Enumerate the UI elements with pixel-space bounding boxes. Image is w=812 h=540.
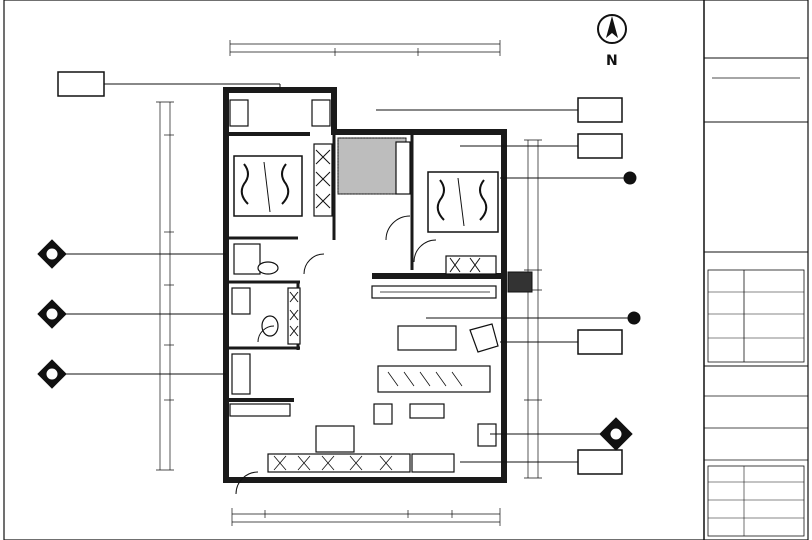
- top-dimension-chain: [229, 40, 501, 56]
- column-block: [507, 271, 533, 293]
- bathroom-fixtures: [231, 243, 279, 395]
- index-dot-1: [500, 171, 637, 185]
- index-dot-2: [426, 311, 641, 325]
- kitchen-counters: [229, 403, 497, 473]
- bed-right: [427, 171, 499, 233]
- elevation-marker-left-1: [37, 239, 226, 269]
- right-dimension-chain: [524, 139, 542, 479]
- callout-tags: [57, 71, 623, 475]
- wardrobe-cabinets: [229, 99, 497, 345]
- title-block: [703, 0, 808, 540]
- north-arrow-icon: N: [597, 14, 627, 69]
- counter-strip: [371, 285, 497, 299]
- walls: [223, 87, 507, 483]
- bottom-dimension-chain: [231, 508, 501, 526]
- bed-upper: [233, 155, 303, 217]
- elevation-marker-icons: [37, 171, 641, 451]
- living-furniture: [377, 323, 499, 393]
- elevation-marker-right: [490, 417, 633, 451]
- elevation-marker-left-2: [37, 299, 226, 329]
- elevation-marker-left-3: [37, 359, 226, 389]
- sheet-border: [3, 0, 809, 540]
- door-swings: [235, 215, 437, 495]
- balcony-hatch: [337, 137, 407, 195]
- left-dimension-chain: [156, 101, 174, 471]
- north-label: N: [606, 53, 618, 69]
